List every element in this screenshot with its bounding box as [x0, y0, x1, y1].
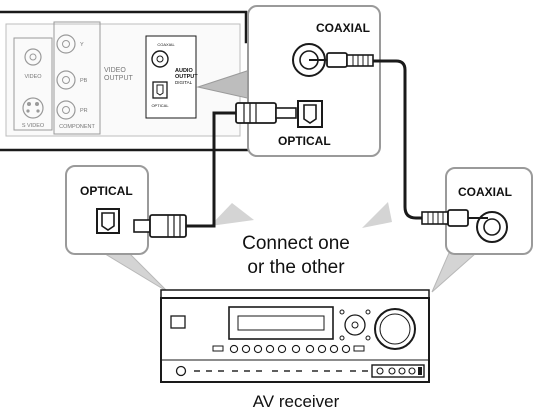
video-jack-label: VIDEO — [24, 74, 42, 80]
coaxial-plug-receiver — [421, 209, 488, 227]
receiver-top-strip — [160, 289, 430, 299]
or-the-other-text: or the other — [247, 257, 345, 278]
player-coaxial-label: COAXIAL — [316, 21, 370, 35]
player-callout: COAXIAL OPTICAL — [247, 5, 381, 157]
receiver-power-button — [170, 315, 186, 329]
receiver-optical-callout: OPTICAL — [65, 165, 149, 255]
coaxial-plug-player — [309, 52, 374, 68]
small-optical-label: OPTICAL — [151, 103, 169, 108]
player-optical-jack-large — [297, 100, 323, 128]
small-coaxial-label: COAXIAL — [157, 42, 175, 47]
connect-one-text: Connect one — [242, 233, 350, 254]
s-video-jack — [22, 97, 44, 119]
receiver-optical-label: OPTICAL — [80, 184, 133, 198]
component-jack-group — [53, 21, 101, 135]
optical-plug-receiver — [133, 214, 187, 238]
panel-inner-outline — [5, 23, 241, 137]
receiver-nav-pad — [339, 309, 371, 341]
receiver-display-window — [237, 315, 325, 331]
component-y-label: Y — [80, 42, 84, 48]
component-pb-label: PB — [80, 78, 88, 84]
audio-output-label-line1: AUDIO — [175, 68, 193, 74]
video-output-label-line2: OUTPUT — [104, 75, 134, 82]
center-pointer-right — [362, 202, 392, 228]
audio-output-box — [145, 35, 197, 119]
component-pb-jack — [56, 70, 76, 90]
receiver-coaxial-callout-box — [445, 167, 533, 255]
center-pointer-left — [210, 203, 254, 226]
av-receiver — [160, 289, 430, 383]
player-rear-panel: VIDEO S VIDEO Y PB PR COMPONENT VIDEO OU… — [0, 10, 300, 152]
receiver-volume-knob — [374, 308, 416, 350]
receiver-optical-jack — [96, 208, 120, 234]
s-video-jack-label: S VIDEO — [22, 123, 45, 129]
video-jack-group — [13, 37, 53, 131]
component-pr-label: PR — [80, 108, 88, 114]
optical-cable — [186, 111, 238, 228]
video-output-label-line1: VIDEO — [104, 67, 126, 74]
audio-output-label-line2: OUTPUT — [175, 74, 198, 80]
receiver-coaxial-jack — [476, 211, 508, 243]
receiver-input-buttons — [212, 344, 365, 354]
player-optical-label: OPTICAL — [278, 134, 331, 148]
small-coaxial-jack — [151, 50, 169, 68]
receiver-bottom-controls — [175, 364, 425, 378]
receiver-coaxial-callout: COAXIAL — [445, 167, 533, 255]
video-jack — [24, 48, 42, 66]
component-y-jack — [56, 34, 76, 54]
small-optical-jack — [152, 81, 168, 99]
av-receiver-caption: AV receiver — [253, 392, 340, 411]
receiver-coaxial-label: COAXIAL — [458, 185, 512, 199]
component-pr-jack — [56, 100, 76, 120]
optical-plug-player — [235, 102, 297, 124]
receiver-display — [228, 306, 334, 340]
component-label: COMPONENT — [59, 124, 95, 130]
coaxial-cable — [372, 59, 424, 220]
small-digital-label: DIGITAL — [175, 80, 193, 85]
